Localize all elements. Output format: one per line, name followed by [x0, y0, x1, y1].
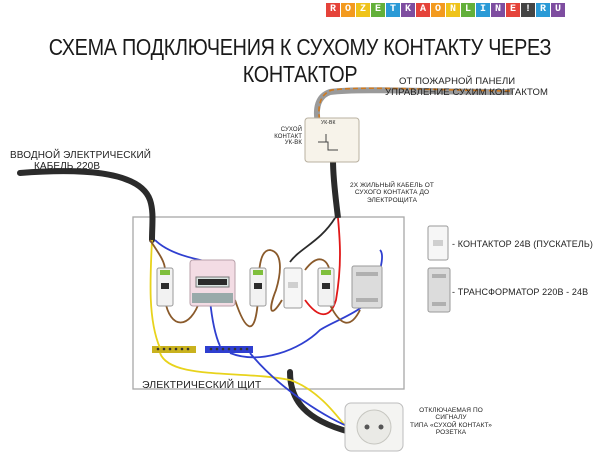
brand-letter: N [446, 3, 460, 17]
brand-letter: ! [521, 3, 535, 17]
dry-contact-device [304, 117, 360, 163]
input-cable-line-1: ВВОДНОЙ ЭЛЕКТРИЧЕСКИЙ [10, 150, 152, 161]
brand-letter: R [536, 3, 550, 17]
fire-panel-cable [313, 87, 513, 127]
ground-wire [149, 239, 351, 433]
panel-label: ЭЛЕКТРИЧЕСКИЙ ЩИТ [142, 379, 262, 391]
socket-line-2: ТИПА «СУХОЙ КОНТАКТ» [410, 421, 492, 429]
transformer-in-panel [351, 265, 383, 309]
brand-letter: T [386, 3, 400, 17]
two-core-line-2: СУХОГО КОНТАКТА ДО ЭЛЕКТРОЩИТА [354, 189, 430, 204]
input-cable [17, 168, 156, 243]
brand-letter: E [506, 3, 520, 17]
brand-letter: U [551, 3, 565, 17]
contactor-legend-label: - КОНТАКТОР 24В (ПУСКАТЕЛЬ) [452, 239, 593, 249]
fire-panel-line-2: УПРАВЛЕНИЕ СУХИМ КОНТАКТОМ [385, 86, 548, 98]
contactor-in-panel [283, 267, 303, 309]
brand-letter: Z [356, 3, 370, 17]
input-cable-line-2: КАБЕЛЬ 220В [34, 161, 101, 173]
fire-panel-line-1: ОТ ПОЖАРНОЙ ПАНЕЛИ [399, 76, 516, 87]
socket-line-1: ОТКЛЮЧАЕМАЯ ПО СИГНАЛУ [419, 407, 483, 422]
brand-letter: R [326, 3, 340, 17]
brand-letter: N [491, 3, 505, 17]
socket-line-3: РОЗЕТКА [435, 428, 467, 436]
transformer-legend-label: - ТРАНСФОРМАТОР 220В - 24В [452, 287, 589, 297]
diagram-title: СХЕМА ПОДКЛЮЧЕНИЯ К СУХОМУ КОНТАКТУ ЧЕРЕ… [48, 34, 552, 87]
dry-contact-label: СУХОЙ КОНТАКТ УК-ВК [257, 127, 302, 147]
electricity-meter [189, 259, 236, 307]
brand-letter: E [371, 3, 385, 17]
brand-letter: O [431, 3, 445, 17]
fire-panel-label: ОТ ПОЖАРНОЙ ПАНЕЛИ УПРАВЛЕНИЕ СУХИМ КОНТ… [385, 76, 548, 98]
power-socket [344, 402, 404, 452]
breaker-3 [317, 267, 335, 307]
brand-letter: L [461, 3, 475, 17]
control-wire-black [289, 217, 336, 263]
transformer-legend-icon [427, 267, 451, 313]
two-core-cable-label: 2Х ЖИЛЬНЫЙ КАБЕЛЬ ОТ СУХОГО КОНТАКТА ДО … [346, 182, 438, 204]
brand-letter: O [341, 3, 355, 17]
input-cable-label: ВВОДНОЙ ЭЛЕКТРИЧЕСКИЙ КАБЕЛЬ 220В [10, 150, 151, 172]
brand-letter: A [416, 3, 430, 17]
control-wire-red [304, 217, 341, 316]
electrical-panel-frame [132, 216, 405, 390]
brand-letter: K [401, 3, 415, 17]
device-tag-label: УК-ВК [321, 120, 336, 126]
breaker-1 [156, 267, 174, 307]
socket-label: ОТКЛЮЧАЕМАЯ ПО СИГНАЛУ ТИПА «СУХОЙ КОНТА… [407, 407, 495, 436]
phase-wire [149, 239, 361, 328]
neutral-wire [154, 239, 383, 429]
fire-panel-wire-orange [318, 87, 511, 124]
dry-contact-line-2: УК-ВК [284, 140, 302, 147]
ground-bus [152, 346, 196, 353]
contactor-legend-icon [427, 225, 449, 261]
brand-letter: I [476, 3, 490, 17]
dry-contact-line-1: СУХОЙ КОНТАКТ [274, 127, 302, 140]
two-core-cable [330, 159, 341, 219]
breaker-2 [249, 267, 267, 307]
two-core-line-1: 2Х ЖИЛЬНЫЙ КАБЕЛЬ ОТ [350, 182, 434, 189]
